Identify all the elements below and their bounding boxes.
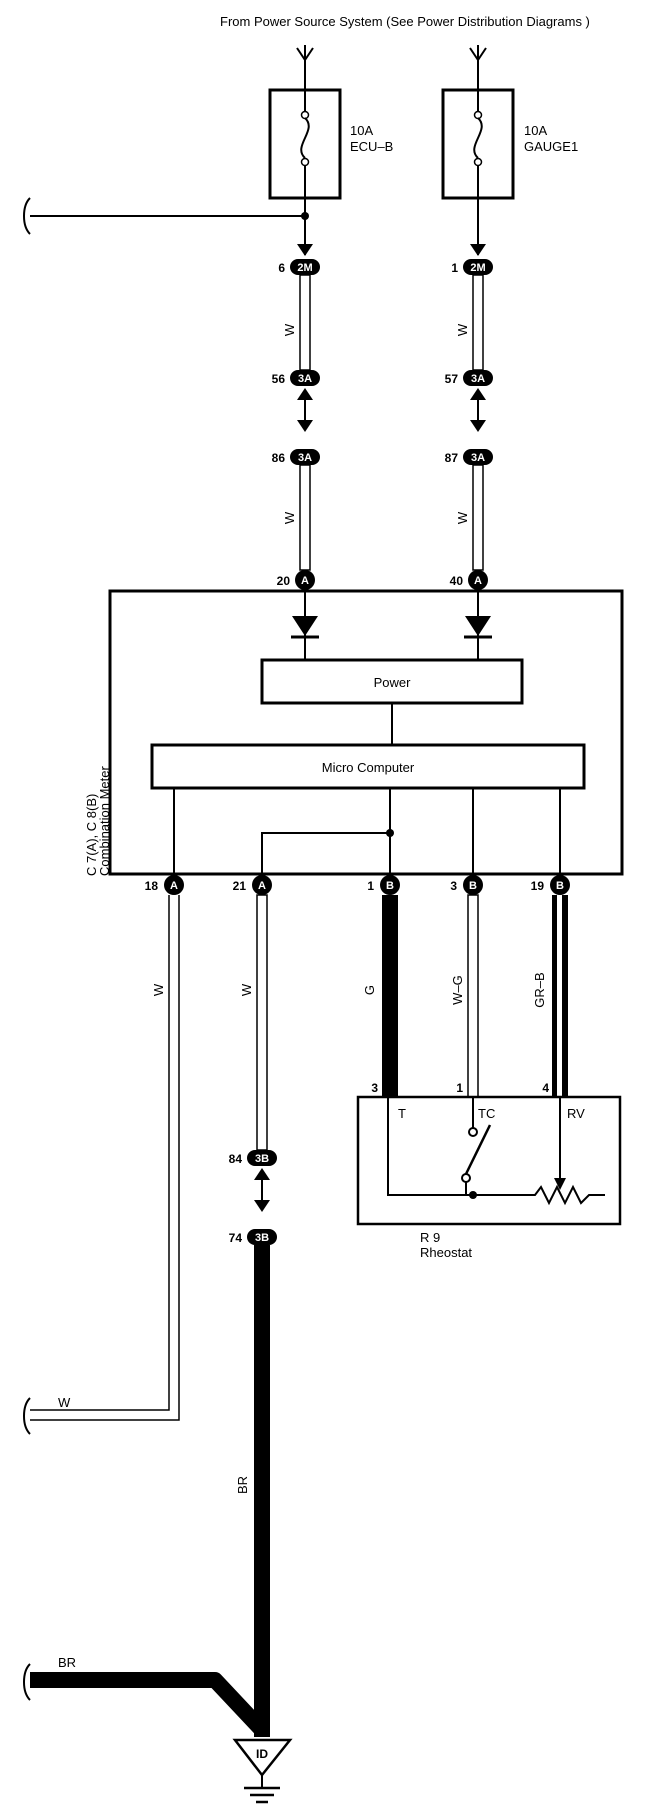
wire-w-g: W–G — [450, 894, 479, 1098]
ecu-branch-wire — [23, 197, 309, 255]
combination-meter: C 7(A), C 8(B) Combination Meter Power M… — [84, 589, 624, 876]
j84-code: 3B — [255, 1153, 269, 1165]
meter-in-right-pin: 40 — [450, 574, 464, 588]
wire-gr-b-color: GR–B — [532, 972, 547, 1007]
br-vertical-color: BR — [235, 1476, 250, 1494]
out-3-pin: 3 — [450, 879, 457, 893]
out-21-code: A — [258, 880, 266, 892]
rheostat: 3 1 4 T TC RV R 9 Rheostat — [356, 1081, 622, 1260]
micro-computer-block — [150, 743, 586, 790]
rheostat-term-rv: RV — [567, 1106, 585, 1121]
ecu-2m-code: 2M — [297, 262, 312, 274]
out-1-code: B — [386, 880, 394, 892]
power-label: Power — [374, 675, 412, 690]
wire-w-g-color: W–G — [450, 975, 465, 1005]
wire-g-color: G — [362, 985, 377, 995]
wire-18: W W — [23, 895, 180, 1435]
meter-label-line1: C 7(A), C 8(B) — [84, 794, 99, 876]
resistor-icon — [473, 1184, 605, 1206]
meter-in-left-pin: 20 — [277, 574, 291, 588]
fuse-ecu-b-rating: 10A — [350, 123, 373, 138]
ecu-3a-lower-pin: 86 — [272, 451, 286, 465]
bottom-w-label: W — [58, 1395, 71, 1410]
out-1-pin: 1 — [367, 879, 374, 893]
switch-blade-icon — [464, 1124, 492, 1175]
fuse-gauge1-rating: 10A — [524, 123, 547, 138]
out-18-code: A — [170, 880, 178, 892]
gauge-3a-lower-code: 3A — [471, 452, 485, 464]
diode-left-icon — [292, 616, 318, 636]
rheostat-term-tc: TC — [478, 1106, 495, 1121]
meter-in-left-code: A — [301, 575, 309, 587]
rheostat-term-t: T — [398, 1106, 406, 1121]
gauge-3a-upper-pin: 57 — [445, 372, 459, 386]
micro-computer-label: Micro Computer — [322, 760, 415, 775]
ecu-2m-pin: 6 — [278, 261, 285, 275]
wire-gr-b: GR–B — [532, 895, 568, 1097]
ground-triangle-icon — [232, 1738, 293, 1778]
power-block — [260, 658, 524, 705]
input-arrow-gauge — [469, 45, 487, 90]
rheostat-pin-rv: 4 — [542, 1081, 549, 1095]
meter-label-line2: Combination Meter — [97, 766, 112, 876]
fuse-ecu-b: 10A ECU–B — [268, 88, 393, 200]
out-19-pin: 19 — [531, 879, 545, 893]
rheostat-pin-tc: 1 — [456, 1081, 463, 1095]
source-note: From Power Source System (See Power Dist… — [220, 14, 590, 29]
gauge-3a-lower-pin: 87 — [445, 451, 459, 465]
fuse-ecu-b-name: ECU–B — [350, 139, 393, 154]
gauge-3a-upper-code: 3A — [471, 373, 485, 385]
gauge-lower-wire-color: W — [455, 511, 470, 524]
ecu-3a-upper-code: 3A — [298, 373, 312, 385]
meter-in-right-code: A — [474, 575, 482, 587]
gauge-column: 2M 1 W 3A 57 3A 87 W A 40 — [445, 244, 493, 590]
j74-code: 3B — [255, 1232, 269, 1244]
rheostat-pin-t: 3 — [371, 1081, 378, 1095]
ecu-upper-wire-color: W — [282, 323, 297, 336]
gauge-upper-wire-color: W — [455, 323, 470, 336]
wire-18-color: W — [151, 983, 166, 996]
diode-right-icon — [465, 616, 491, 636]
ecu-lower-wire-color: W — [282, 511, 297, 524]
meter-outputs: A 18 A 21 B 1 B 3 B 19 — [145, 875, 570, 895]
rheostat-name: Rheostat — [420, 1245, 472, 1260]
ecu-3a-upper-pin: 56 — [272, 372, 286, 386]
wire-g: G — [362, 895, 398, 1097]
br-left-color: BR — [58, 1655, 76, 1670]
wiper-arrow-icon — [554, 1178, 566, 1190]
wire-br: BR BR — [23, 1245, 270, 1737]
ecu-column: 2M 6 W 3A 56 3A 86 W A 20 — [272, 244, 320, 590]
out-18-pin: 18 — [145, 879, 159, 893]
out-19-code: B — [556, 880, 564, 892]
rheostat-id: R 9 — [420, 1230, 440, 1245]
ground-code: ID — [256, 1747, 268, 1761]
fuse-gauge1-name: GAUGE1 — [524, 139, 578, 154]
ecu-3a-lower-code: 3A — [298, 452, 312, 464]
fuse-gauge1: 10A GAUGE1 — [441, 88, 578, 200]
out-21-pin: 21 — [233, 879, 247, 893]
input-arrow-ecu — [296, 45, 314, 90]
ground-point: ID — [232, 1738, 293, 1804]
gauge-2m-pin: 1 — [451, 261, 458, 275]
j84-pin: 84 — [229, 1152, 243, 1166]
wire-21: W 3B 84 3B 74 — [229, 894, 277, 1245]
gauge-2m-code: 2M — [470, 262, 485, 274]
out-3-code: B — [469, 880, 477, 892]
j74-pin: 74 — [229, 1231, 243, 1245]
wire-21-color: W — [239, 983, 254, 996]
